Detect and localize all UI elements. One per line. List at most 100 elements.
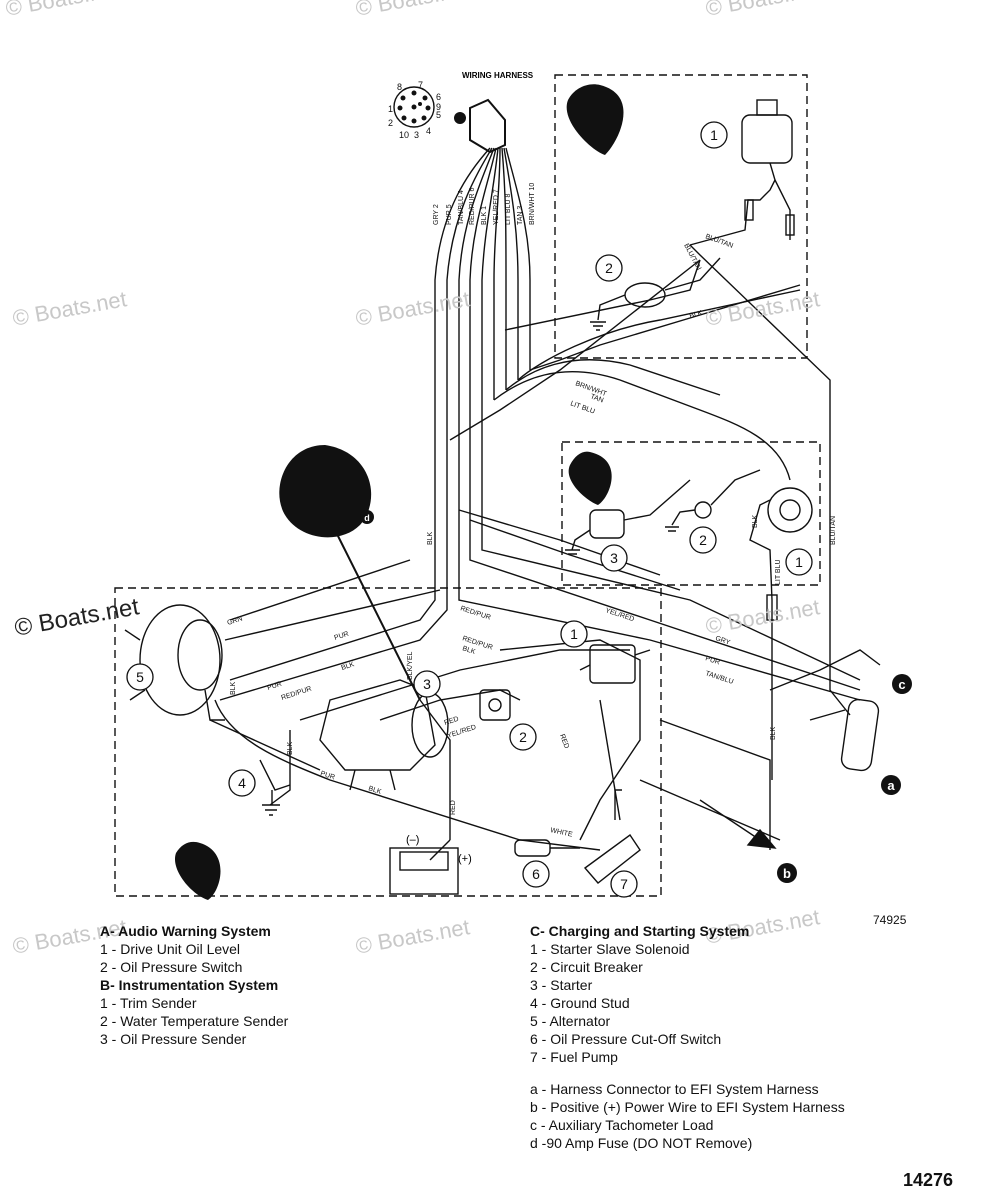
legend-item: 6 - Oil Pressure Cut-Off Switch	[530, 1031, 722, 1047]
legend-note: b - Positive (+) Power Wire to EFI Syste…	[530, 1099, 845, 1115]
wire-label: BLK	[340, 661, 355, 672]
ground-stud-symbol	[259, 759, 291, 816]
pin-label: 7	[418, 80, 423, 90]
wire-label: BLU/TAN	[830, 516, 837, 545]
callout-b2: 2	[689, 526, 717, 554]
svg-text:3: 3	[423, 676, 431, 692]
battery-negative-label: (–)	[406, 834, 419, 846]
pin-label: 4	[426, 126, 431, 136]
svg-text:4: 4	[238, 775, 246, 791]
harness-connector-a-symbol	[809, 698, 880, 772]
wire-label: PUR	[266, 681, 282, 692]
wire-label: RED/PUR	[280, 686, 312, 702]
wire-label: RED	[443, 716, 459, 727]
drive-unit-oil-level-symbol	[689, 99, 795, 246]
wire-label: BLK	[461, 645, 476, 656]
svg-text:1: 1	[570, 626, 578, 642]
legend-item: 4 - Ground Stud	[530, 995, 630, 1011]
legend-item: 7 - Fuel Pump	[530, 1049, 618, 1065]
box-instrumentation	[561, 441, 821, 586]
trim-sender-symbol	[749, 487, 813, 780]
wire-label: BLU/TAN	[704, 233, 734, 250]
wire-label: RED	[558, 733, 570, 749]
wire-label: WHITE	[550, 827, 574, 839]
svg-text:6: 6	[532, 866, 540, 882]
harness-wire-label: LIT BLU 8	[505, 194, 512, 225]
wire-label: BLK	[230, 681, 237, 695]
legend-item: 2 - Oil Pressure Switch	[100, 959, 243, 975]
callout-c: c	[892, 674, 912, 694]
legend-note: d -90 Amp Fuse (DO NOT Remove)	[530, 1135, 753, 1151]
svg-text:2: 2	[605, 260, 613, 276]
callout-a1: 1	[700, 121, 728, 149]
legend-heading-b: B- Instrumentation System	[100, 977, 279, 993]
harness-plug	[469, 98, 506, 154]
connector-pin-diagram: 8 7 1 6 2 5 10 3 4 9	[388, 80, 441, 140]
wire-label: BLK	[752, 514, 759, 528]
legend-item: 1 - Drive Unit Oil Level	[100, 941, 241, 957]
harness-wire-label: BRN/WHT 10	[529, 183, 536, 225]
page-number: 14276	[903, 1170, 954, 1190]
callout-b3: 3	[600, 544, 628, 572]
svg-text:7: 7	[620, 876, 628, 892]
label-c-blob	[174, 841, 221, 900]
wire-label: BLK	[427, 531, 434, 545]
callout-c4: 4	[228, 769, 256, 797]
wire-label: PUR	[319, 770, 335, 781]
water-temperature-sender-symbol	[665, 469, 761, 532]
oil-pressure-switch-a-symbol	[590, 257, 721, 331]
harness-wire-label: TAN 3	[517, 206, 524, 225]
legend-note: a - Harness Connector to EFI System Harn…	[530, 1081, 819, 1097]
box-audio-warning	[554, 74, 808, 359]
alternator-symbol	[124, 604, 225, 721]
svg-text:b: b	[783, 866, 791, 881]
box-charging-starting	[114, 587, 662, 897]
pin-label: 9	[436, 102, 441, 112]
harness-wire-label: PUR 5	[446, 204, 453, 225]
legend-item: 1 - Starter Slave Solenoid	[530, 941, 690, 957]
wire-label: LIT BLU	[775, 559, 782, 585]
wire-label: PUR	[704, 655, 720, 666]
fuel-pump-symbol	[583, 789, 641, 884]
svg-text:3: 3	[610, 550, 618, 566]
callout-d: d	[360, 510, 374, 524]
legend-item: 2 - Circuit Breaker	[530, 959, 643, 975]
legend-item: 2 - Water Temperature Sender	[100, 1013, 289, 1029]
svg-text:d: d	[364, 513, 370, 523]
label-d-blob	[279, 445, 372, 538]
pin-label: 2	[388, 118, 393, 128]
legend-heading-c: C- Charging and Starting System	[530, 923, 750, 939]
callout-a2: 2	[595, 254, 623, 282]
svg-text:2: 2	[699, 532, 707, 548]
callout-b: b	[777, 863, 797, 883]
harness-wire-label: BLK 1	[481, 206, 488, 225]
legend-note: c - Auxiliary Tachometer Load	[530, 1117, 714, 1133]
harness-wire-label: GRY 2	[433, 204, 440, 225]
svg-text:1: 1	[710, 127, 718, 143]
pin-label: 6	[436, 92, 441, 102]
callout-c1: 1	[560, 620, 588, 648]
figure-code: 74925	[873, 913, 907, 927]
legend-item: 5 - Alternator	[530, 1013, 611, 1029]
wire-label: RED/PUR	[459, 605, 491, 621]
harness-bundle	[434, 147, 531, 470]
legend-item: 3 - Oil Pressure Sender	[100, 1031, 247, 1047]
svg-text:a: a	[887, 778, 895, 793]
wire-label: YEL/RED	[446, 724, 477, 740]
callout-a: a	[881, 775, 901, 795]
pin-label: 3	[414, 130, 419, 140]
legend-item: 3 - Starter	[530, 977, 593, 993]
wire-label: BLK	[689, 310, 704, 320]
harness-wire-label: TAN/BLU 4	[458, 190, 465, 225]
wire-label: RED	[450, 800, 457, 815]
harness-wire-label: YEL/RED 7	[493, 189, 500, 225]
callout-c5: 5	[126, 663, 154, 691]
svg-text:1: 1	[795, 554, 803, 570]
wire-label: BLK	[770, 726, 777, 740]
battery-positive-label: (+)	[458, 853, 472, 865]
circuit-breaker-symbol	[479, 689, 511, 721]
pin-label: 8	[397, 82, 402, 92]
wire-label: LIT BLU	[569, 400, 595, 415]
oil-pressure-cutoff-switch-symbol	[514, 839, 580, 857]
